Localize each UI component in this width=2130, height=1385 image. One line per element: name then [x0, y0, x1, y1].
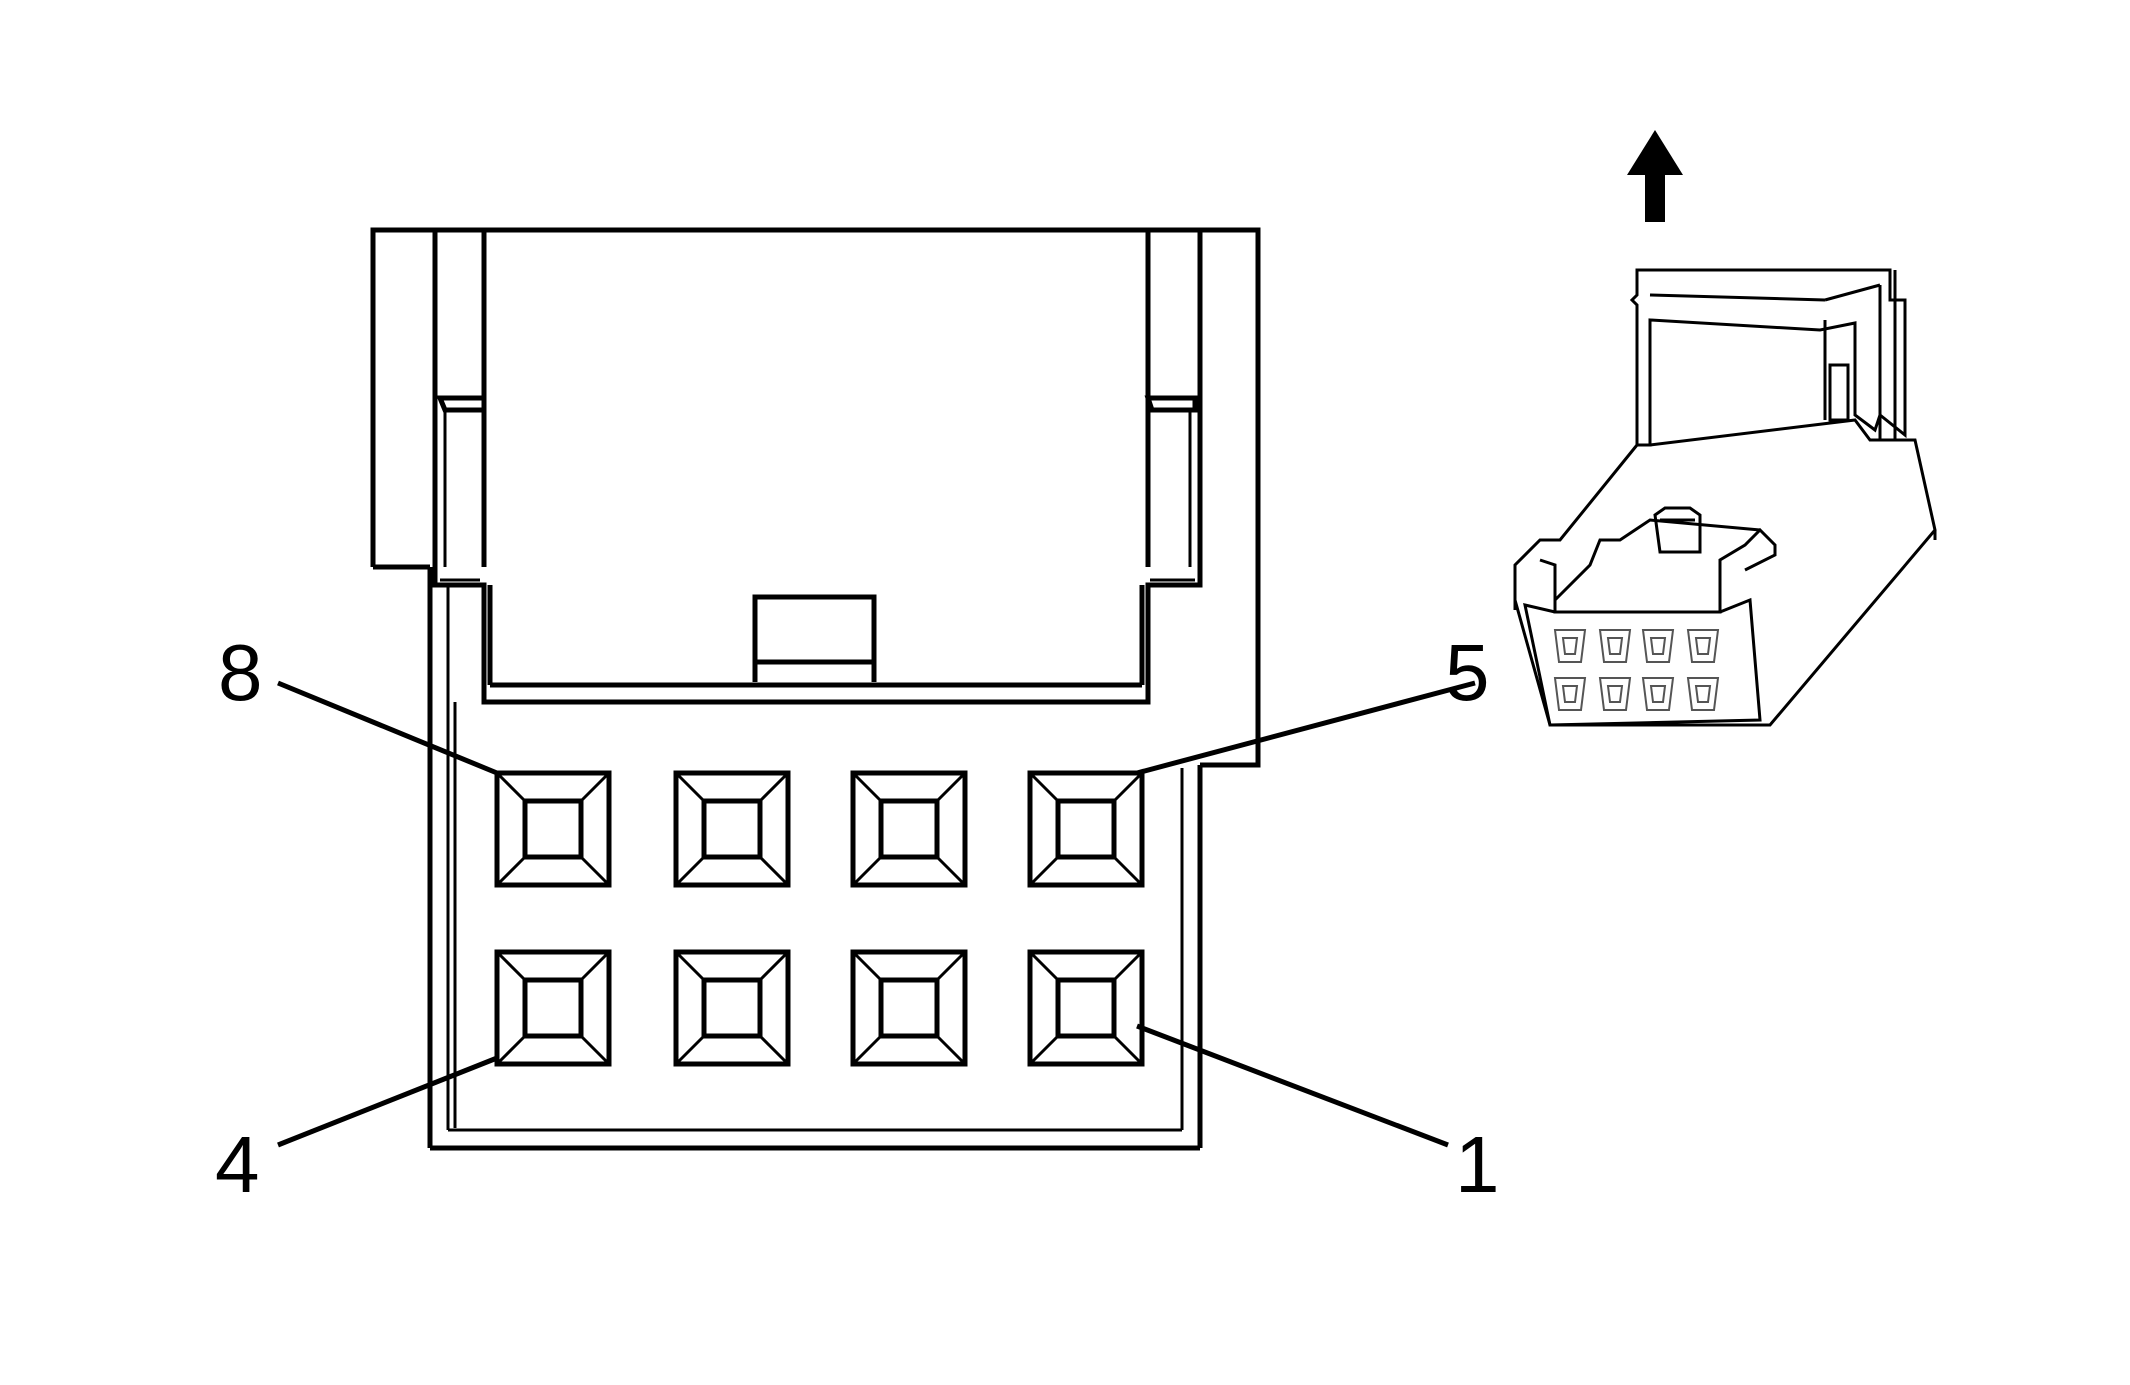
pin-cavity [850, 770, 968, 888]
isometric-pin-cavity [1598, 677, 1632, 711]
isometric-pin-cavity [1686, 677, 1720, 711]
pin-cavity [673, 770, 791, 888]
pin-cavity [1027, 770, 1145, 888]
leader-lines [277, 680, 1476, 1148]
arrow-up-icon [1627, 130, 1683, 222]
isometric-pin-cavity [1641, 629, 1675, 663]
pin-cavity [850, 949, 968, 1067]
pin-label-1: 1 [1455, 1120, 1500, 1209]
pin-cavities [494, 770, 1145, 1067]
isometric-pin-cavity [1686, 629, 1720, 663]
inner-cavity [432, 567, 1203, 705]
pin-cavity [494, 949, 612, 1067]
isometric-pin-cavity [1553, 629, 1587, 663]
pin-cavity [673, 949, 791, 1067]
isometric-pin-cavity [1641, 677, 1675, 711]
pin-cavity [494, 770, 612, 888]
center-lock-tab [752, 594, 877, 682]
connector-isometric-view [1513, 268, 1937, 727]
pin-label-5: 5 [1445, 628, 1490, 717]
isometric-pin-cavities [1553, 629, 1720, 711]
connector-face-view [370, 227, 1261, 1151]
isometric-pin-cavity [1553, 677, 1587, 711]
pin-cavity [1027, 949, 1145, 1067]
pin-label-8: 8 [218, 628, 263, 717]
pin-label-4: 4 [215, 1120, 260, 1209]
isometric-pin-cavity [1598, 629, 1632, 663]
housing-outline [370, 227, 1261, 768]
